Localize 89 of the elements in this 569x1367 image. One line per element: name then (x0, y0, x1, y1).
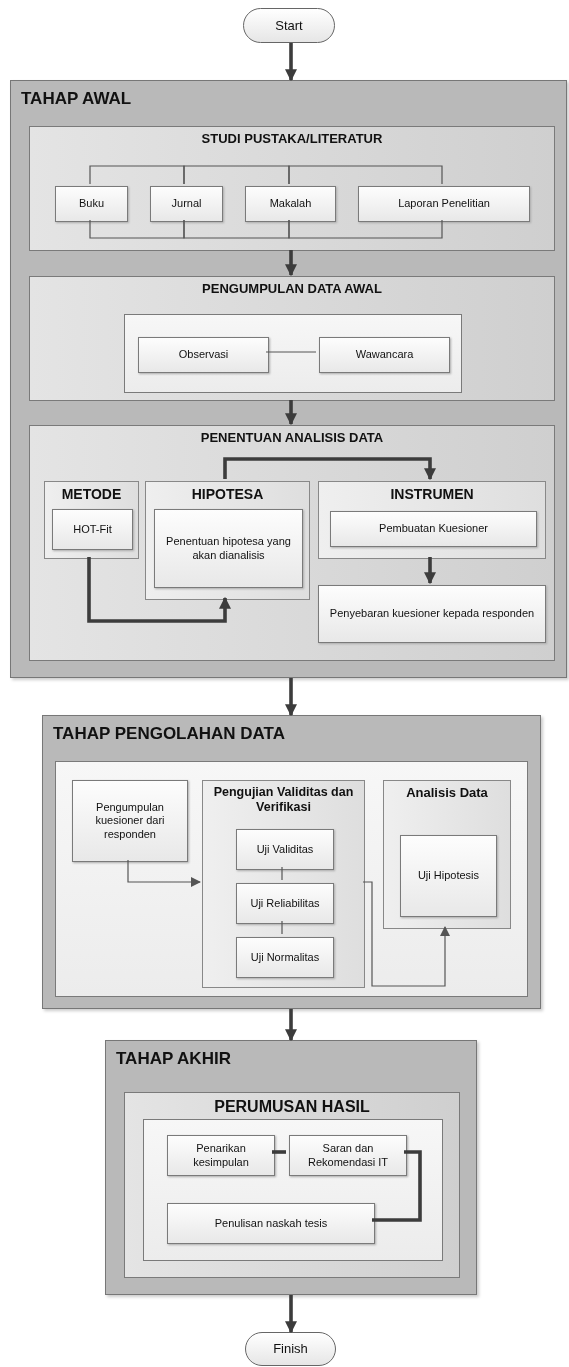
section-title: HIPOTESA (190, 486, 265, 503)
process-box (236, 883, 334, 924)
box-label: Wawancara (354, 348, 415, 362)
box-label: HOT-Fit (72, 522, 113, 537)
box-label: Uji Validitas (255, 842, 315, 857)
connector-line (183, 165, 290, 185)
arrow (285, 250, 297, 277)
process-box (55, 186, 128, 222)
process-box (150, 186, 223, 222)
process-box (358, 186, 530, 222)
section-title: PENGUMPULAN DATA AWAL (201, 281, 383, 297)
process-box (330, 511, 537, 547)
arrow (127, 859, 201, 887)
section-title: PENENTUAN ANALISIS DATA (199, 430, 385, 446)
box-label: Uji Reliabilitas (249, 896, 321, 911)
section-title: Pengujian Validitas dan Verifikasi (212, 785, 355, 815)
box-label: Uji Hipotesis (416, 869, 481, 883)
section-title: INSTRUMEN (389, 486, 475, 503)
group-box (318, 481, 546, 559)
section-title: TAHAP AWAL (21, 89, 132, 110)
process-box (167, 1135, 275, 1176)
process-box (167, 1203, 375, 1244)
arrow (223, 457, 436, 481)
connector-line (265, 351, 317, 353)
connector-line (281, 866, 283, 881)
box-label: Uji Normalitas (249, 950, 321, 965)
section-title: Analisis Data (405, 785, 489, 801)
stage-container (105, 1040, 477, 1295)
group-box (383, 780, 511, 929)
connector-line (89, 219, 185, 239)
connector-line (183, 219, 290, 239)
section-panel (29, 276, 555, 401)
box-label: Laporan Penelitian (397, 197, 491, 211)
section-title: TAHAP AKHIR (116, 1049, 231, 1070)
box-label: Penentuan hipotesa yang akan dianalisis (165, 535, 292, 562)
box-label: Saran dan Rekomendasi IT (306, 1142, 390, 1169)
arrow (285, 400, 297, 426)
process-box (289, 1135, 407, 1176)
process-box (400, 835, 497, 917)
box-label: Penyebaran kuesioner kepada responden (328, 607, 536, 621)
stage-container (10, 80, 567, 678)
box-label: Makalah (268, 197, 313, 211)
connector-line (372, 1150, 422, 1222)
container-box (124, 314, 462, 393)
process-box (245, 186, 336, 222)
process-box (154, 509, 303, 588)
section-panel (29, 425, 555, 661)
box-label: Pembuatan Kuesioner (378, 522, 489, 536)
container-box (143, 1119, 443, 1261)
group-box (44, 481, 139, 559)
process-box (138, 337, 269, 373)
connector-line (288, 219, 443, 239)
process-box (236, 829, 334, 870)
arrow (362, 881, 450, 987)
section-title: PERUMUSAN HASIL (213, 1097, 371, 1117)
box-label: Penulisan naskah tesis (213, 1216, 329, 1231)
terminal-pill (243, 8, 335, 43)
stage-container (42, 715, 541, 1009)
arrow (285, 1009, 297, 1042)
box-label: Jurnal (170, 197, 203, 211)
box-label: Observasi (177, 348, 230, 362)
section-panel (29, 126, 555, 251)
process-box (72, 780, 188, 862)
connector-line (272, 1150, 286, 1154)
container-box (55, 761, 528, 997)
section-title: TAHAP PENGOLAHAN DATA (53, 724, 285, 745)
arrow (285, 1295, 297, 1334)
connector-line (89, 165, 185, 185)
group-box (202, 780, 365, 988)
box-label: Pengumpulan kuesioner dari responden (94, 801, 166, 841)
process-box (52, 509, 133, 550)
box-label: Buku (77, 197, 106, 211)
box-label: Start (275, 17, 303, 34)
box-label: Penarikan kesimpulan (192, 1142, 250, 1169)
section-title: STUDI PUSTAKA/LITERATUR (200, 131, 384, 147)
arrow (87, 557, 231, 623)
box-label: Finish (273, 1341, 308, 1357)
connector-line (288, 165, 443, 185)
connector-line (281, 920, 283, 935)
section-panel (124, 1092, 460, 1278)
arrow (424, 557, 436, 585)
arrow (285, 43, 297, 82)
group-box (145, 481, 310, 600)
terminal-pill (245, 1332, 336, 1366)
process-box (236, 937, 334, 978)
arrow (285, 678, 297, 717)
process-box (319, 337, 450, 373)
process-box (318, 585, 546, 643)
section-title: METODE (60, 486, 123, 503)
